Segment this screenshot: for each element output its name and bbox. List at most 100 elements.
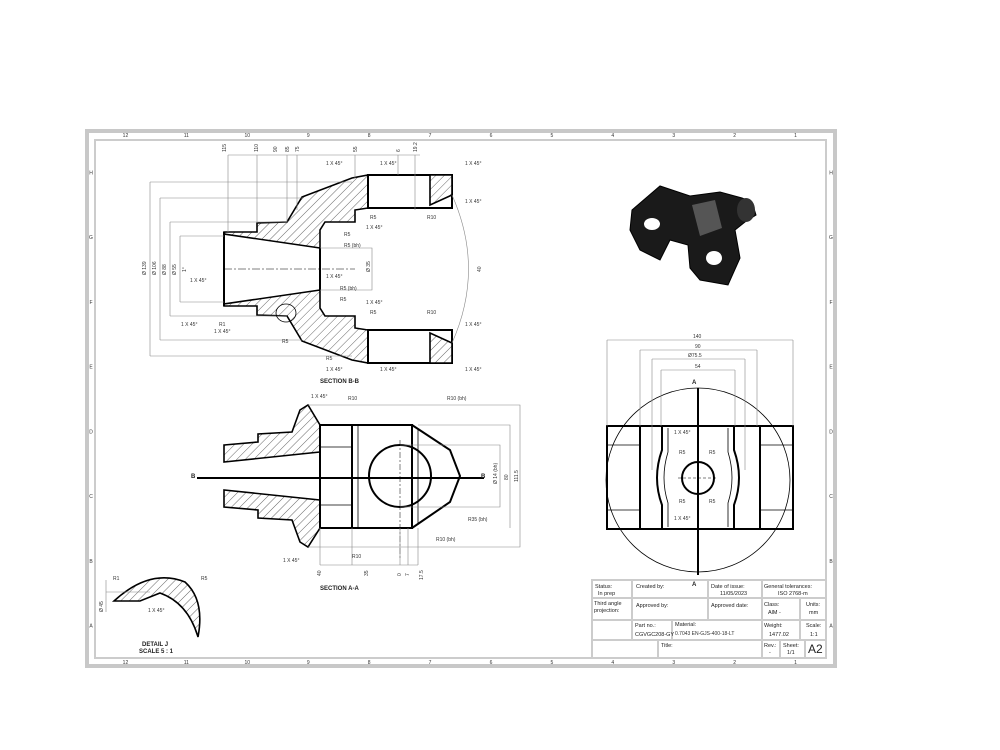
label-r5-bh: R5 (bh) bbox=[340, 286, 357, 292]
zone-column-label: 3 bbox=[672, 660, 675, 666]
zone-row-label: D bbox=[829, 429, 833, 435]
detail-scale: SCALE 5 : 1 bbox=[139, 649, 174, 655]
label-r5: R5 bbox=[370, 215, 377, 221]
title-label: Title: bbox=[661, 643, 673, 649]
side-view: A A 140 90 Ø75.5 54 1 X 45° R5 R5 R5 R5 … bbox=[605, 334, 794, 588]
label-r10: R10 bbox=[348, 396, 357, 402]
zone-row-label: C bbox=[89, 494, 93, 500]
label-r5: R5 bbox=[709, 450, 716, 456]
date-value: 11/05/2023 bbox=[720, 591, 747, 597]
zone-row-label: E bbox=[829, 365, 833, 371]
scale-label: Scale: bbox=[806, 623, 822, 629]
dim-90: 90 bbox=[273, 146, 279, 152]
label-chamfer: 1 X 45° bbox=[380, 161, 396, 167]
projection-label: Third angle projection: bbox=[594, 601, 622, 614]
zone-row-label: D bbox=[89, 429, 93, 435]
label-chamfer: 1 X 45° bbox=[465, 322, 481, 328]
label-chamfer: 1 X 45° bbox=[326, 274, 342, 280]
label-r35-bh: R35 (bh) bbox=[468, 517, 488, 523]
zone-column-label: 4 bbox=[611, 660, 614, 666]
zone-row-label: B bbox=[829, 559, 833, 565]
created-by-label: Created by: bbox=[636, 584, 665, 590]
label-chamfer: 1 X 45° bbox=[465, 199, 481, 205]
zone-row-label: G bbox=[89, 235, 93, 241]
label-r5: R5 bbox=[679, 499, 686, 505]
dim-75: 75 bbox=[295, 146, 301, 152]
zone-column-label: 1 bbox=[794, 133, 797, 139]
label-chamfer: 1 X 45° bbox=[465, 367, 481, 373]
zone-row-label: C bbox=[829, 494, 833, 500]
sheet-value: 1/1 bbox=[787, 650, 795, 656]
dim-40: 40 bbox=[317, 570, 323, 576]
dim-d35: Ø 35 bbox=[366, 261, 372, 272]
status-value: In prep bbox=[598, 591, 615, 597]
section-aa-title: SECTION A-A bbox=[320, 586, 359, 592]
zone-column-label: 8 bbox=[368, 660, 371, 666]
date-label: Date of issue: bbox=[711, 584, 745, 590]
dim-d45: Ø 45 bbox=[99, 601, 105, 612]
zone-row-label: B bbox=[89, 559, 93, 565]
label-chamfer: 1 X 45° bbox=[214, 329, 230, 335]
label-chamfer: 1 X 45° bbox=[148, 608, 164, 614]
label-r5: R5 bbox=[201, 576, 208, 582]
zone-column-label: 7 bbox=[429, 660, 432, 666]
sheet-label: Sheet: bbox=[783, 643, 799, 649]
zone-column-label: 9 bbox=[307, 133, 310, 139]
label-chamfer: 1 X 45° bbox=[366, 225, 382, 231]
label-r10-bh: R10 (bh) bbox=[447, 396, 467, 402]
status-label: Status: bbox=[595, 584, 613, 590]
label-r5: R5 bbox=[344, 232, 351, 238]
material-label: Material: bbox=[675, 622, 697, 628]
approved-by-label: Approved by: bbox=[636, 603, 669, 609]
label-r5: R5 bbox=[370, 310, 377, 316]
sheet-size: A2 bbox=[808, 642, 823, 656]
label-r10: R10 bbox=[427, 215, 436, 221]
material-value: 0.7043 EN-GJS-400-18-LT bbox=[675, 631, 734, 637]
label-r5: R5 bbox=[709, 499, 716, 505]
dim-d88: Ø 88 bbox=[162, 264, 168, 275]
projection-cell: Third angle projection: bbox=[594, 601, 622, 614]
label-r5-bh: R5 (bh) bbox=[344, 243, 361, 249]
label-r1: R1 bbox=[219, 322, 226, 328]
zone-row-label: A bbox=[89, 624, 93, 630]
dim-6: 6 bbox=[396, 149, 402, 152]
dim-110: 110 bbox=[254, 144, 260, 152]
label-chamfer: 1 X 45° bbox=[465, 161, 481, 167]
dim-35: 35 bbox=[364, 570, 370, 576]
tolerances-label: General tolerances: bbox=[764, 584, 812, 590]
isometric-3d-view bbox=[629, 185, 757, 286]
dim-115: 115 bbox=[222, 144, 228, 152]
zone-column-label: 5 bbox=[550, 660, 553, 666]
label-chamfer: 1 X 45° bbox=[181, 322, 197, 328]
zone-row-label: A bbox=[829, 624, 833, 630]
zone-column-label: 8 bbox=[368, 133, 371, 139]
zone-row-label: H bbox=[829, 170, 833, 176]
label-r1: R1 bbox=[113, 576, 120, 582]
dim-d75-5: Ø75.5 bbox=[688, 353, 702, 359]
class-value: AlM - bbox=[768, 610, 781, 616]
zone-column-label: 2 bbox=[733, 133, 736, 139]
label-r10: R10 bbox=[352, 554, 361, 560]
zone-row-label: F bbox=[829, 300, 832, 306]
label-chamfer: 1 X 45° bbox=[326, 367, 342, 373]
dim-d106: Ø 106 bbox=[152, 261, 158, 275]
zone-column-label: 10 bbox=[245, 660, 251, 666]
zone-column-label: 7 bbox=[429, 133, 432, 139]
dim-80: 80 bbox=[504, 474, 510, 480]
label-chamfer: 1 X 45° bbox=[311, 394, 327, 400]
zone-row-label: E bbox=[89, 365, 93, 371]
scale-value: 1:1 bbox=[810, 632, 818, 638]
dim-55: 55 bbox=[353, 146, 359, 152]
rev-value: - bbox=[769, 650, 771, 656]
title-block-text: Status: In prep Created by: Date of issu… bbox=[594, 584, 823, 656]
dim-85: 85 bbox=[285, 146, 291, 152]
label-r5: R5 bbox=[326, 356, 333, 362]
label-chamfer: 1 X 45° bbox=[190, 278, 206, 284]
label-r5: R5 bbox=[340, 297, 347, 303]
dim-7: 7 bbox=[405, 573, 411, 576]
dim-d55: Ø 55 bbox=[172, 264, 178, 275]
dim-111-5: 111.5 bbox=[514, 470, 520, 482]
zone-column-label: 12 bbox=[123, 660, 129, 666]
zone-column-label: 12 bbox=[123, 133, 129, 139]
rev-label: Rev.: bbox=[764, 643, 777, 649]
